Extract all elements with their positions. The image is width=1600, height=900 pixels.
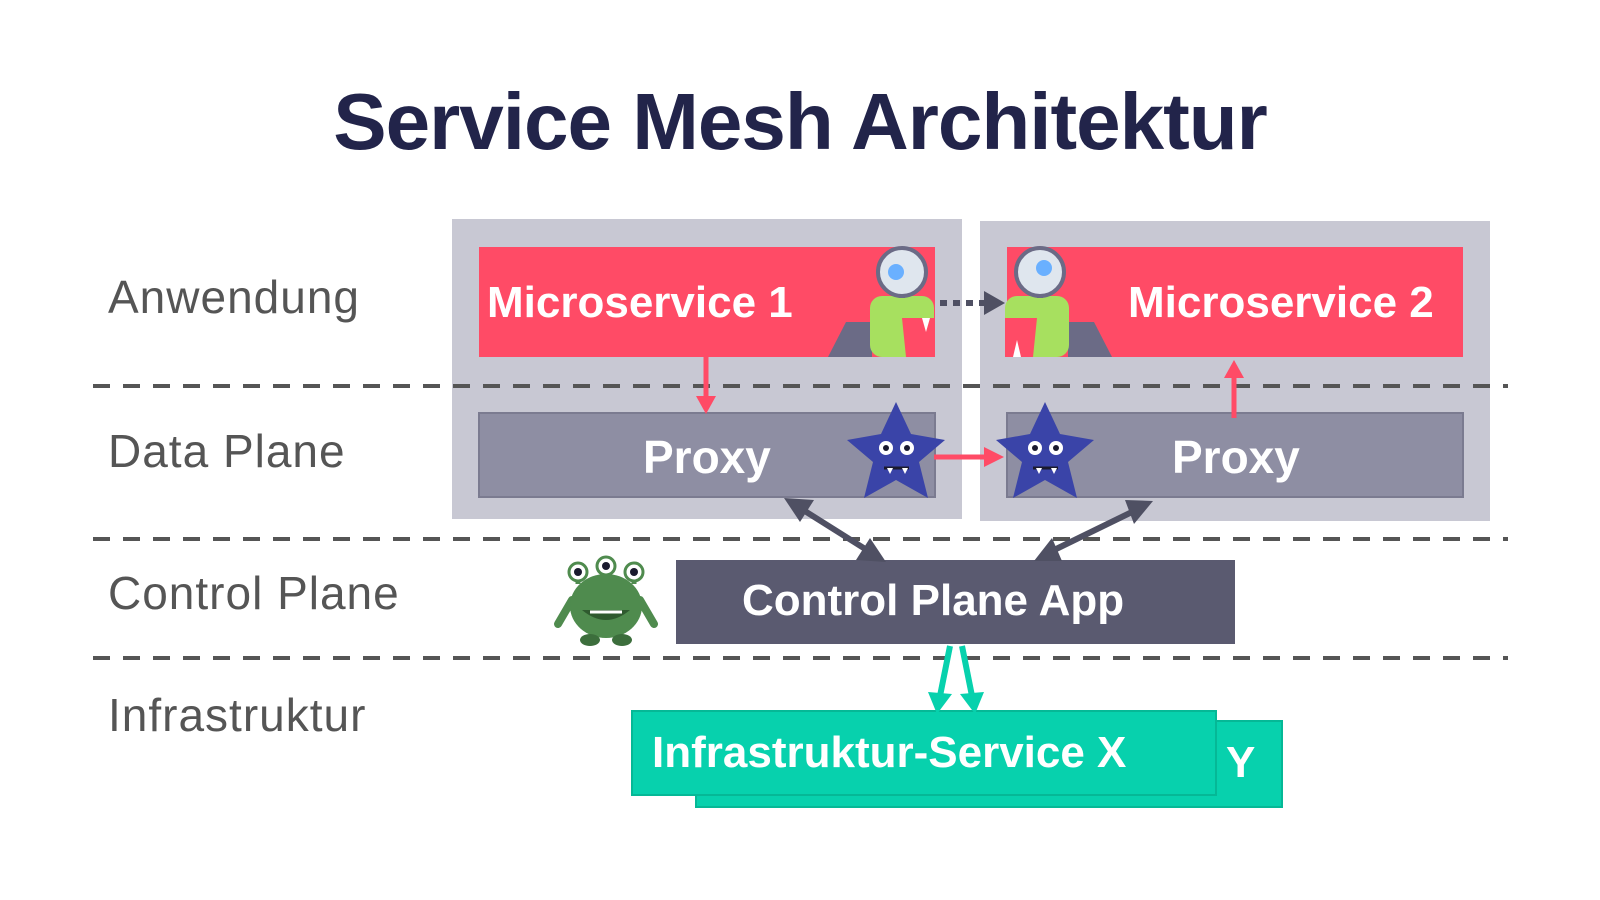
control-plane-app-label: Control Plane App xyxy=(742,576,1125,625)
green-monster-right-icon xyxy=(1005,246,1112,357)
arrow-proxy1-control xyxy=(798,505,872,555)
layer-label-infrastructure: Infrastruktur xyxy=(108,689,367,741)
microservice-1-label: Microservice 1 xyxy=(487,278,793,327)
proxy-2-label: Proxy xyxy=(1172,431,1300,483)
control-plane-app-box xyxy=(676,560,1235,644)
arrow-proxy2-control xyxy=(1048,507,1138,555)
proxy-2-box xyxy=(1006,412,1464,498)
infra-service-x-box xyxy=(631,710,1217,796)
infra-service-y-label: Y xyxy=(1226,738,1256,787)
proxy-1-label: Proxy xyxy=(643,431,771,483)
arrow-ms1-to-ms2-head xyxy=(984,291,1005,315)
arrow-control-to-infra-2 xyxy=(959,645,975,697)
layer-label-application: Anwendung xyxy=(108,271,360,323)
green-monster-left-icon xyxy=(828,246,934,357)
arrow-control-to-infra-1 xyxy=(937,645,953,697)
layer-label-data-plane: Data Plane xyxy=(108,425,346,477)
infra-service-x-label: Infrastruktur-Service X xyxy=(652,728,1127,777)
star-monster-right-icon xyxy=(996,402,1094,498)
page-title: Service Mesh Architektur xyxy=(333,77,1267,166)
alien-monster-icon xyxy=(554,555,658,646)
star-monster-left-icon xyxy=(847,402,945,498)
microservice-2-label: Microservice 2 xyxy=(1128,278,1434,327)
layer-label-control-plane: Control Plane xyxy=(108,567,400,619)
